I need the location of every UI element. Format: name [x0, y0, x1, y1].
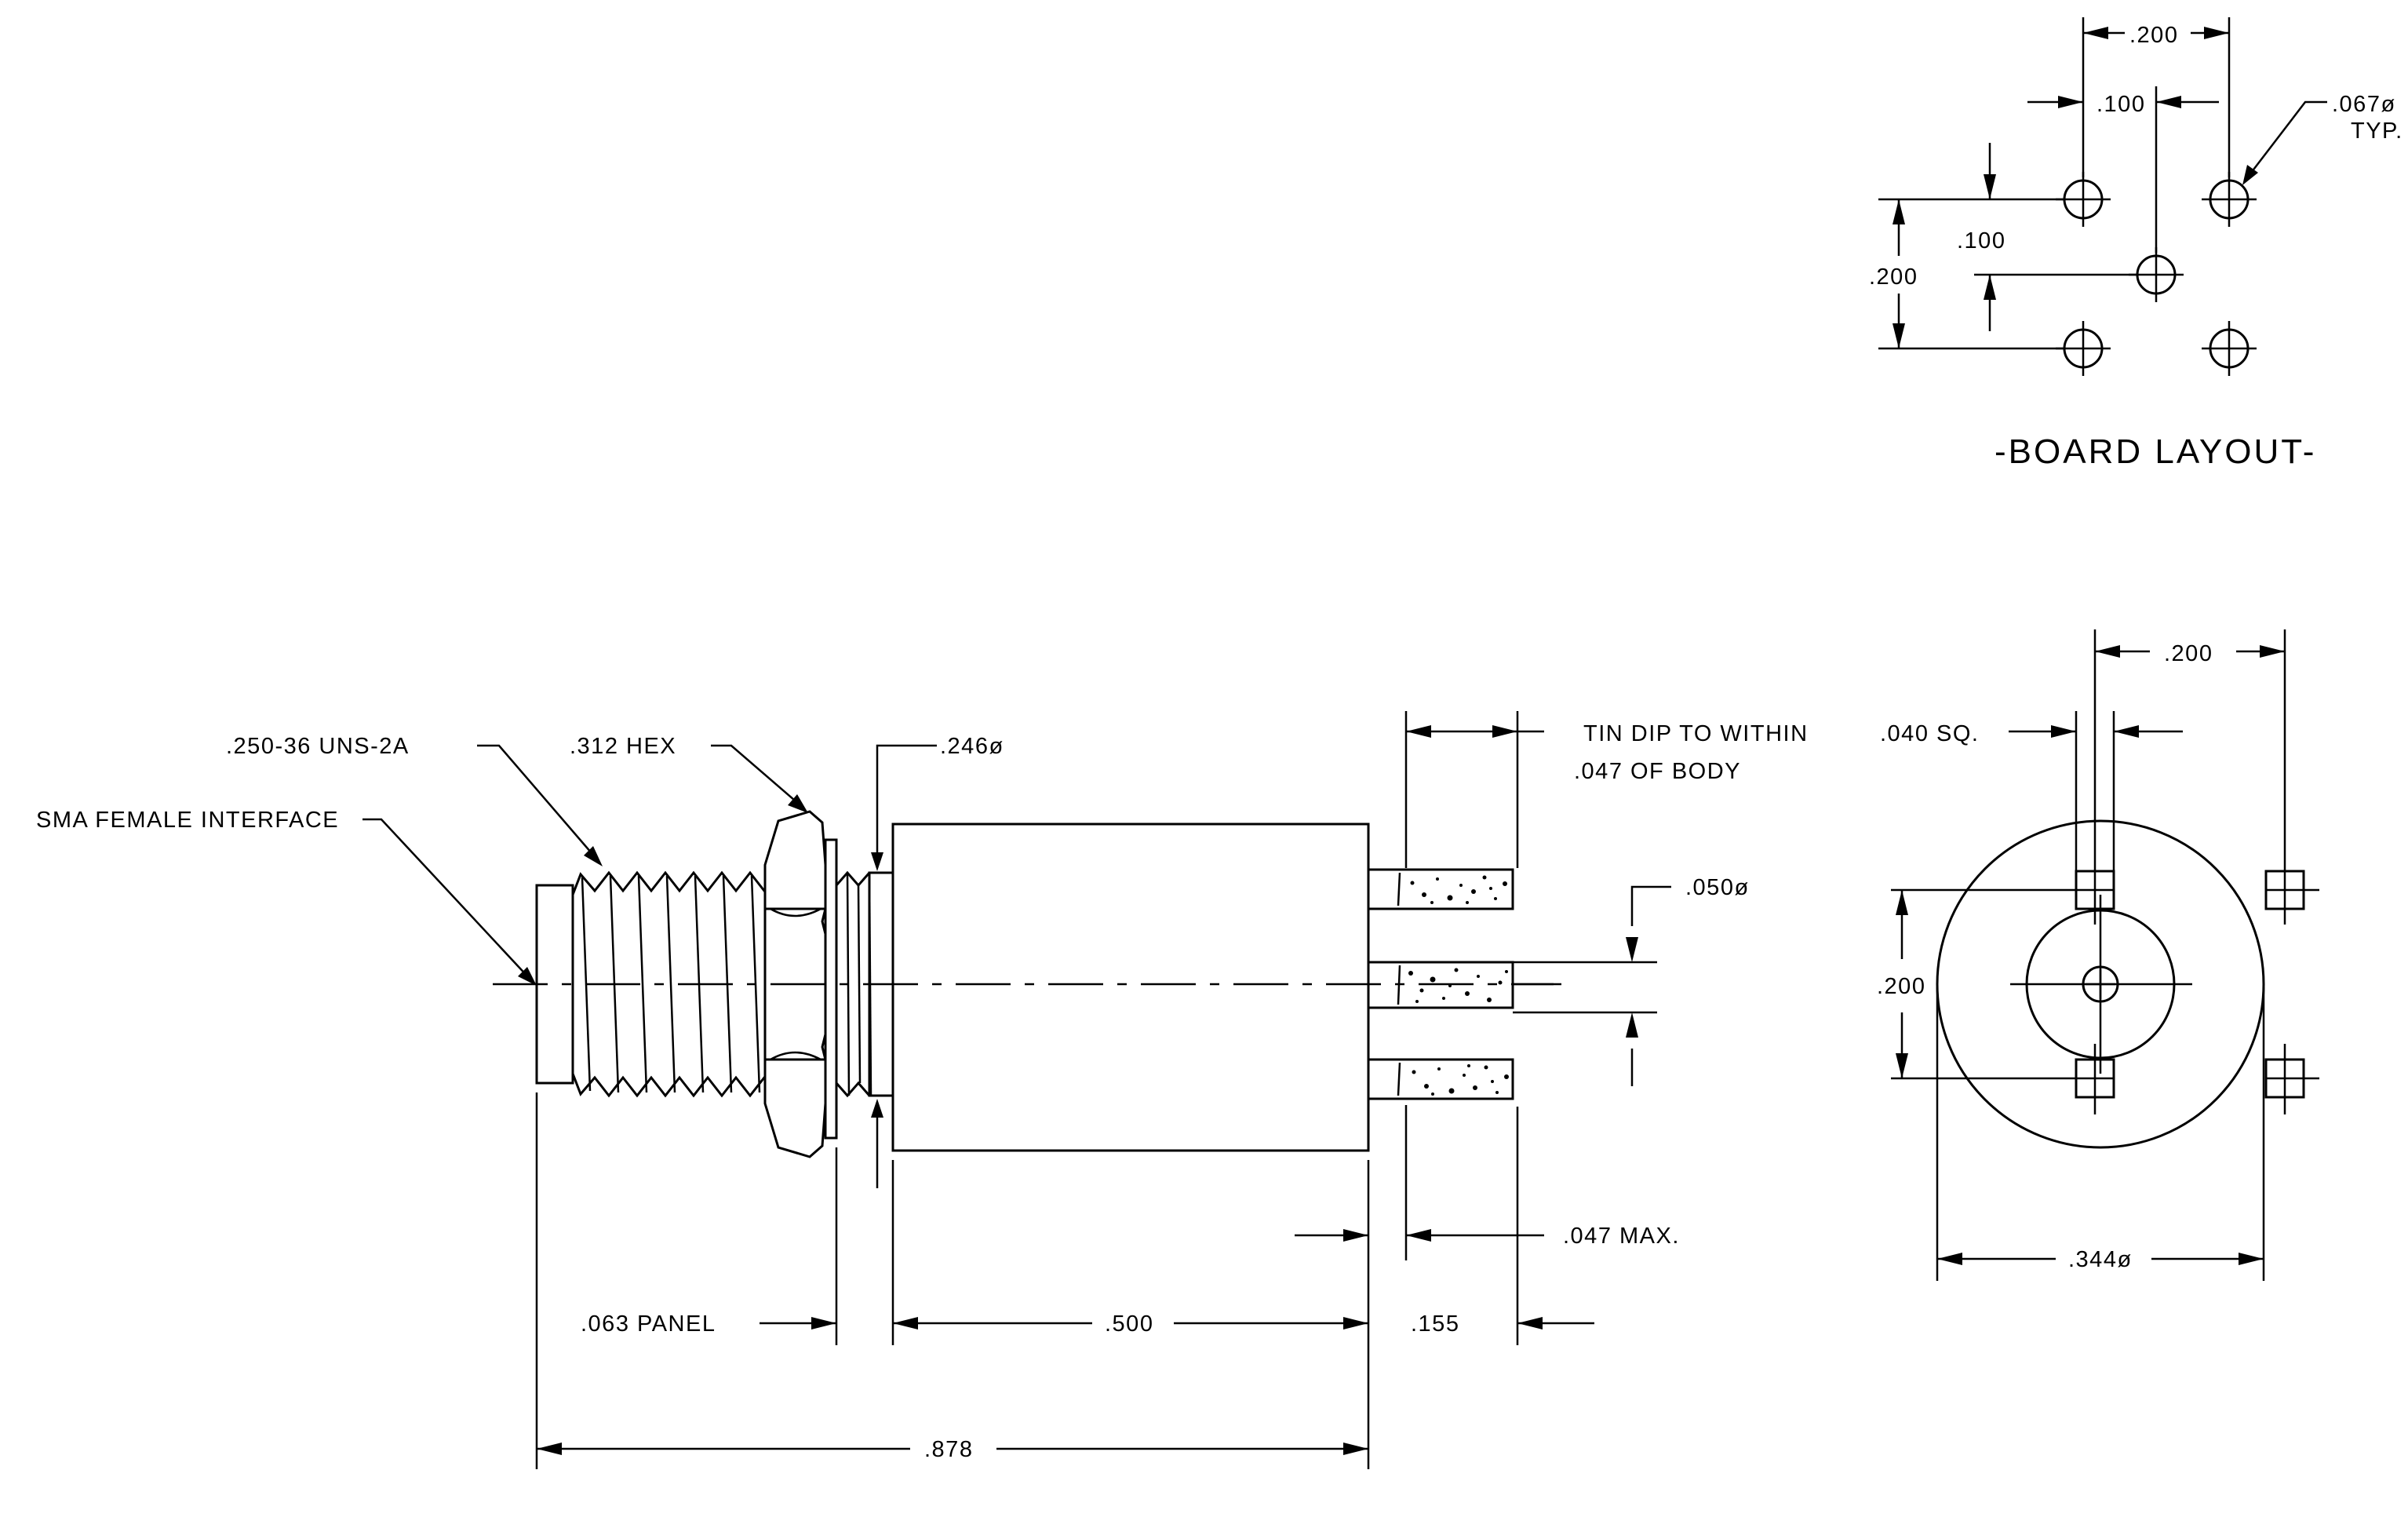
sma-interface-label: SMA FEMALE INTERFACE: [36, 808, 339, 833]
bottom-extension-lines: [535, 1092, 1519, 1469]
len-155-label: .155: [1411, 1311, 1459, 1337]
tin-dip-label-1: TIN DIP TO WITHIN: [1583, 721, 1809, 746]
fv-dia-dimension: .344ø: [1936, 987, 2265, 1281]
front-view: .200 .040 SQ. .200 .34: [1877, 629, 2319, 1281]
pin-dia-label: .050ø: [1685, 875, 1750, 900]
dia-246-label: .246ø: [940, 734, 1004, 759]
fv-dia-label: .344ø: [2068, 1247, 2133, 1272]
bl-100-side-label: .100: [1957, 228, 2005, 254]
bl-100-side-dimension: .100: [1878, 143, 2137, 331]
tin-dip-label-2: .047 OF BODY: [1574, 759, 1741, 784]
bl-typ-label: TYP.: [2351, 119, 2403, 144]
threaded-section: [571, 870, 766, 1098]
fv-200-top-label: .200: [2164, 641, 2213, 666]
bl-hole-callout: .067ø TYP.: [2242, 92, 2403, 185]
hex-label: .312 HEX: [570, 734, 676, 759]
board-layout: .200 .100 .067ø TYP. .100: [1869, 17, 2403, 471]
max-047-dimension: .047 MAX.: [1295, 1105, 1680, 1260]
bl-hole-label: .067ø: [2332, 92, 2396, 117]
board-layout-holes: [2056, 172, 2257, 376]
bl-200-top-label: .200: [2129, 23, 2178, 48]
front-body-circle: [1936, 819, 2265, 1149]
panel-dimension: .063 PANEL: [581, 1311, 836, 1337]
len-500-dimension: .500: [893, 1311, 1368, 1337]
thread-callout: .250-36 UNS-2A: [226, 734, 603, 866]
panel-label: .063 PANEL: [581, 1311, 716, 1337]
sma-interface-callout: SMA FEMALE INTERFACE: [36, 808, 537, 986]
bl-200-side-label: .200: [1869, 264, 1918, 290]
thread-label: .250-36 UNS-2A: [226, 734, 410, 759]
bl-100-top-dimension: .100: [2027, 86, 2219, 253]
fv-200-top-dimension: .200: [2093, 629, 2286, 859]
fv-sq-dimension: .040 SQ.: [1880, 711, 2183, 871]
tin-dip-dimension: TIN DIP TO WITHIN .047 OF BODY: [1404, 711, 1809, 868]
dia-246-callout: .246ø: [871, 734, 1004, 1188]
pin-dia-dimension: .050ø: [1513, 875, 1750, 1086]
fv-200-side-label: .200: [1877, 974, 1925, 999]
bl-200-side-dimension: .200: [1869, 199, 2064, 350]
tin-dip-texture: [1408, 875, 1509, 1096]
front-square-pins: [1891, 848, 2319, 1114]
pin-top: [1367, 868, 1514, 910]
len-500-label: .500: [1105, 1311, 1153, 1337]
side-view: SMA FEMALE INTERFACE .250-36 UNS-2A .312…: [36, 711, 1809, 1469]
bl-100-top-label: .100: [2097, 92, 2145, 117]
len-878-label: .878: [924, 1437, 973, 1462]
fv-sq-label: .040 SQ.: [1880, 721, 1979, 746]
connector-body: [891, 823, 1370, 1152]
hex-callout: .312 HEX: [570, 734, 808, 813]
fv-200-side-dimension: .200: [1877, 890, 1925, 1078]
board-layout-title: -BOARD LAYOUT-: [1995, 432, 2316, 471]
max-047-label: .047 MAX.: [1563, 1224, 1680, 1249]
bl-200-top-dimension: .200: [2082, 17, 2231, 177]
len-155-dimension: .155: [1411, 1311, 1594, 1337]
len-878-dimension: .878: [537, 1437, 1368, 1462]
pins: [1367, 868, 1554, 1100]
pin-bottom: [1367, 1058, 1514, 1100]
panel-washer: [824, 838, 838, 1140]
